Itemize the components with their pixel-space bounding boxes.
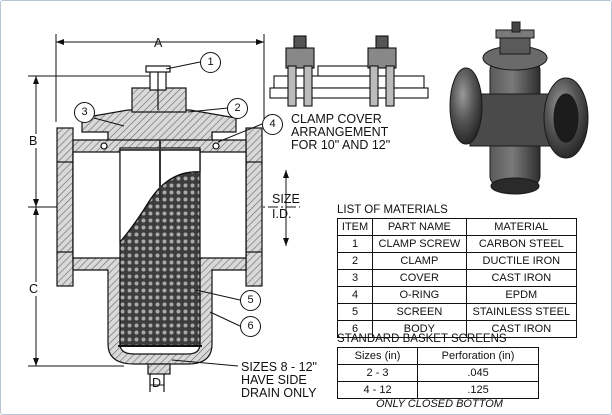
part-cell: CLAMP xyxy=(372,252,467,270)
item-cell: 5 xyxy=(336,303,374,321)
dim-d-label: D xyxy=(152,376,162,390)
materials-header-material: MATERIAL xyxy=(465,218,578,236)
clamp-cover-arrangement xyxy=(269,35,429,107)
table-row: 6 BODY CAST IRON xyxy=(336,320,578,338)
dimension-arrows xyxy=(33,39,289,366)
screens-header-row: Sizes (in) Perforation (in) xyxy=(336,347,539,365)
table-row: 5 SCREEN STAINLESS STEEL xyxy=(336,303,578,321)
item-cell: 3 xyxy=(336,269,374,287)
materials-header-part: PART NAME xyxy=(372,218,467,236)
basket-screen xyxy=(118,140,202,347)
screens-header-perforation: Perforation (in) xyxy=(417,347,539,365)
screens-title: STANDARD BASKET SCREENS xyxy=(337,333,507,345)
balloon-3: 3 xyxy=(74,102,95,123)
material-cell: CAST IRON xyxy=(465,320,578,338)
dim-b-label: B xyxy=(29,134,38,148)
material-cell: EPDM xyxy=(465,286,578,304)
material-cell: STAINLESS STEEL xyxy=(465,303,578,321)
drain xyxy=(147,363,171,392)
materials-table: ITEM PART NAME MATERIAL 1 CLAMP SCREW CA… xyxy=(336,218,578,338)
balloon-6: 6 xyxy=(240,316,261,337)
materials-title: LIST OF MATERIALS xyxy=(337,204,448,216)
screens-note: ONLY CLOSED BOTTOM xyxy=(376,398,503,410)
balloon-2: 2 xyxy=(227,98,248,119)
item-cell: 4 xyxy=(336,286,374,304)
strainer-3d-render xyxy=(449,21,589,195)
item-cell: 2 xyxy=(336,252,374,270)
item-cell: 1 xyxy=(336,235,374,253)
screens-header-size: Sizes (in) xyxy=(336,347,419,365)
part-cell: O-RING xyxy=(372,286,467,304)
perforation-cell: .045 xyxy=(417,364,539,382)
size-id-label-1: SIZE xyxy=(272,192,300,206)
balloon-4: 4 xyxy=(262,114,283,135)
drain-note-line-3: DRAIN ONLY xyxy=(241,386,317,400)
perforation-cell: .125 xyxy=(417,381,539,399)
part-cell: COVER xyxy=(372,269,467,287)
clamp-note-line-2: ARRANGEMENT xyxy=(291,125,389,139)
dim-a-label: A xyxy=(154,36,163,50)
part-cell: BODY xyxy=(372,320,467,338)
table-row: 4 - 12 .125 xyxy=(336,381,539,399)
materials-header-row: ITEM PART NAME MATERIAL xyxy=(336,218,578,236)
size-id-label-2: I.D. xyxy=(272,207,292,221)
table-row: 3 COVER CAST IRON xyxy=(336,269,578,287)
materials-header-item: ITEM xyxy=(336,218,374,236)
clamp-note-line-3: FOR 10" AND 12" xyxy=(291,138,391,152)
material-cell: CARBON STEEL xyxy=(465,235,578,253)
table-row: 4 O-RING EPDM xyxy=(336,286,578,304)
material-cell: CAST IRON xyxy=(465,269,578,287)
size-cell: 2 - 3 xyxy=(336,364,419,382)
dim-c-label: C xyxy=(29,282,39,296)
drain-note-line-2: HAVE SIDE xyxy=(241,373,307,387)
part-cell: SCREEN xyxy=(372,303,467,321)
table-row: 2 - 3 .045 xyxy=(336,364,539,382)
screens-table: Sizes (in) Perforation (in) 2 - 3 .045 4… xyxy=(336,347,539,399)
clamp-note-line-1: CLAMP COVER xyxy=(291,112,382,126)
balloon-5: 5 xyxy=(240,290,261,311)
material-cell: DUCTILE IRON xyxy=(465,252,578,270)
leader-lines xyxy=(93,61,263,367)
table-row: 2 CLAMP DUCTILE IRON xyxy=(336,252,578,270)
balloon-1: 1 xyxy=(200,52,221,73)
item-cell: 6 xyxy=(336,320,374,338)
size-cell: 4 - 12 xyxy=(336,381,419,399)
drain-note-line-1: SIZES 8 - 12" xyxy=(241,360,317,374)
part-cell: CLAMP SCREW xyxy=(372,235,467,253)
table-row: 1 CLAMP SCREW CARBON STEEL xyxy=(336,235,578,253)
